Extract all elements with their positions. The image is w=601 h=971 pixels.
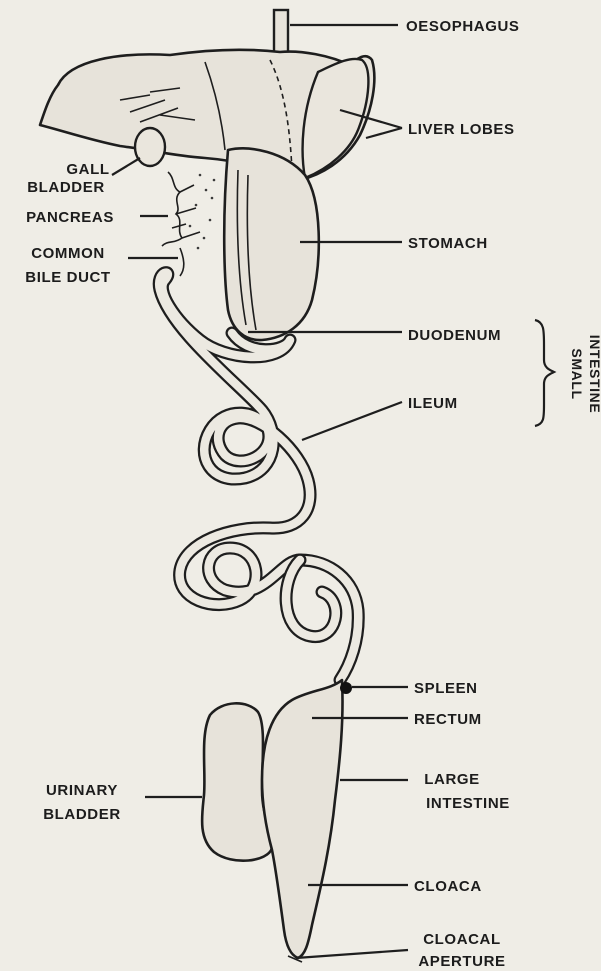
leader-liver-lobes-2: [366, 128, 402, 138]
label-large-intestine-line2: INTESTINE: [426, 795, 510, 812]
label-oesophagus: OESOPHAGUS: [406, 18, 520, 35]
label-gall-bladder-line2: BLADDER: [27, 179, 105, 196]
leader-ileum: [302, 402, 402, 440]
label-gall-bladder-line1: GALL: [66, 161, 109, 178]
leader-gall-bladder: [112, 158, 140, 175]
rectum: [262, 680, 343, 962]
label-small-intestine-line1: SMALL: [569, 348, 585, 399]
label-common-bile-duct-line2: BILE DUCT: [25, 269, 110, 286]
pancreas: [162, 172, 215, 249]
label-cloacal-aperture-line2: APERTURE: [418, 953, 505, 970]
gall-bladder: [135, 128, 165, 166]
label-rectum: RECTUM: [414, 711, 482, 728]
stomach: [224, 148, 319, 340]
small-intestine-bracket: [535, 320, 554, 426]
label-spleen: SPLEEN: [414, 680, 478, 697]
label-small-intestine-line2: INTESTINE: [587, 335, 601, 414]
label-duodenum: DUODENUM: [408, 327, 501, 344]
label-cloacal-aperture-line1: CLOACAL: [423, 931, 501, 948]
common-bile-duct: [180, 248, 184, 276]
label-liver-lobes: LIVER LOBES: [408, 121, 515, 138]
label-urinary-bladder-line1: URINARY: [46, 782, 118, 799]
leader-cloacal-aperture: [296, 950, 408, 958]
spleen: [340, 682, 352, 694]
label-cloaca: CLOACA: [414, 878, 482, 895]
label-stomach: STOMACH: [408, 235, 488, 252]
label-pancreas: PANCREAS: [26, 209, 114, 226]
label-common-bile-duct-line1: COMMON: [31, 245, 105, 262]
label-large-intestine-line1: LARGE: [424, 771, 480, 788]
label-urinary-bladder-line2: BLADDER: [43, 806, 121, 823]
label-ileum: ILEUM: [408, 395, 458, 412]
